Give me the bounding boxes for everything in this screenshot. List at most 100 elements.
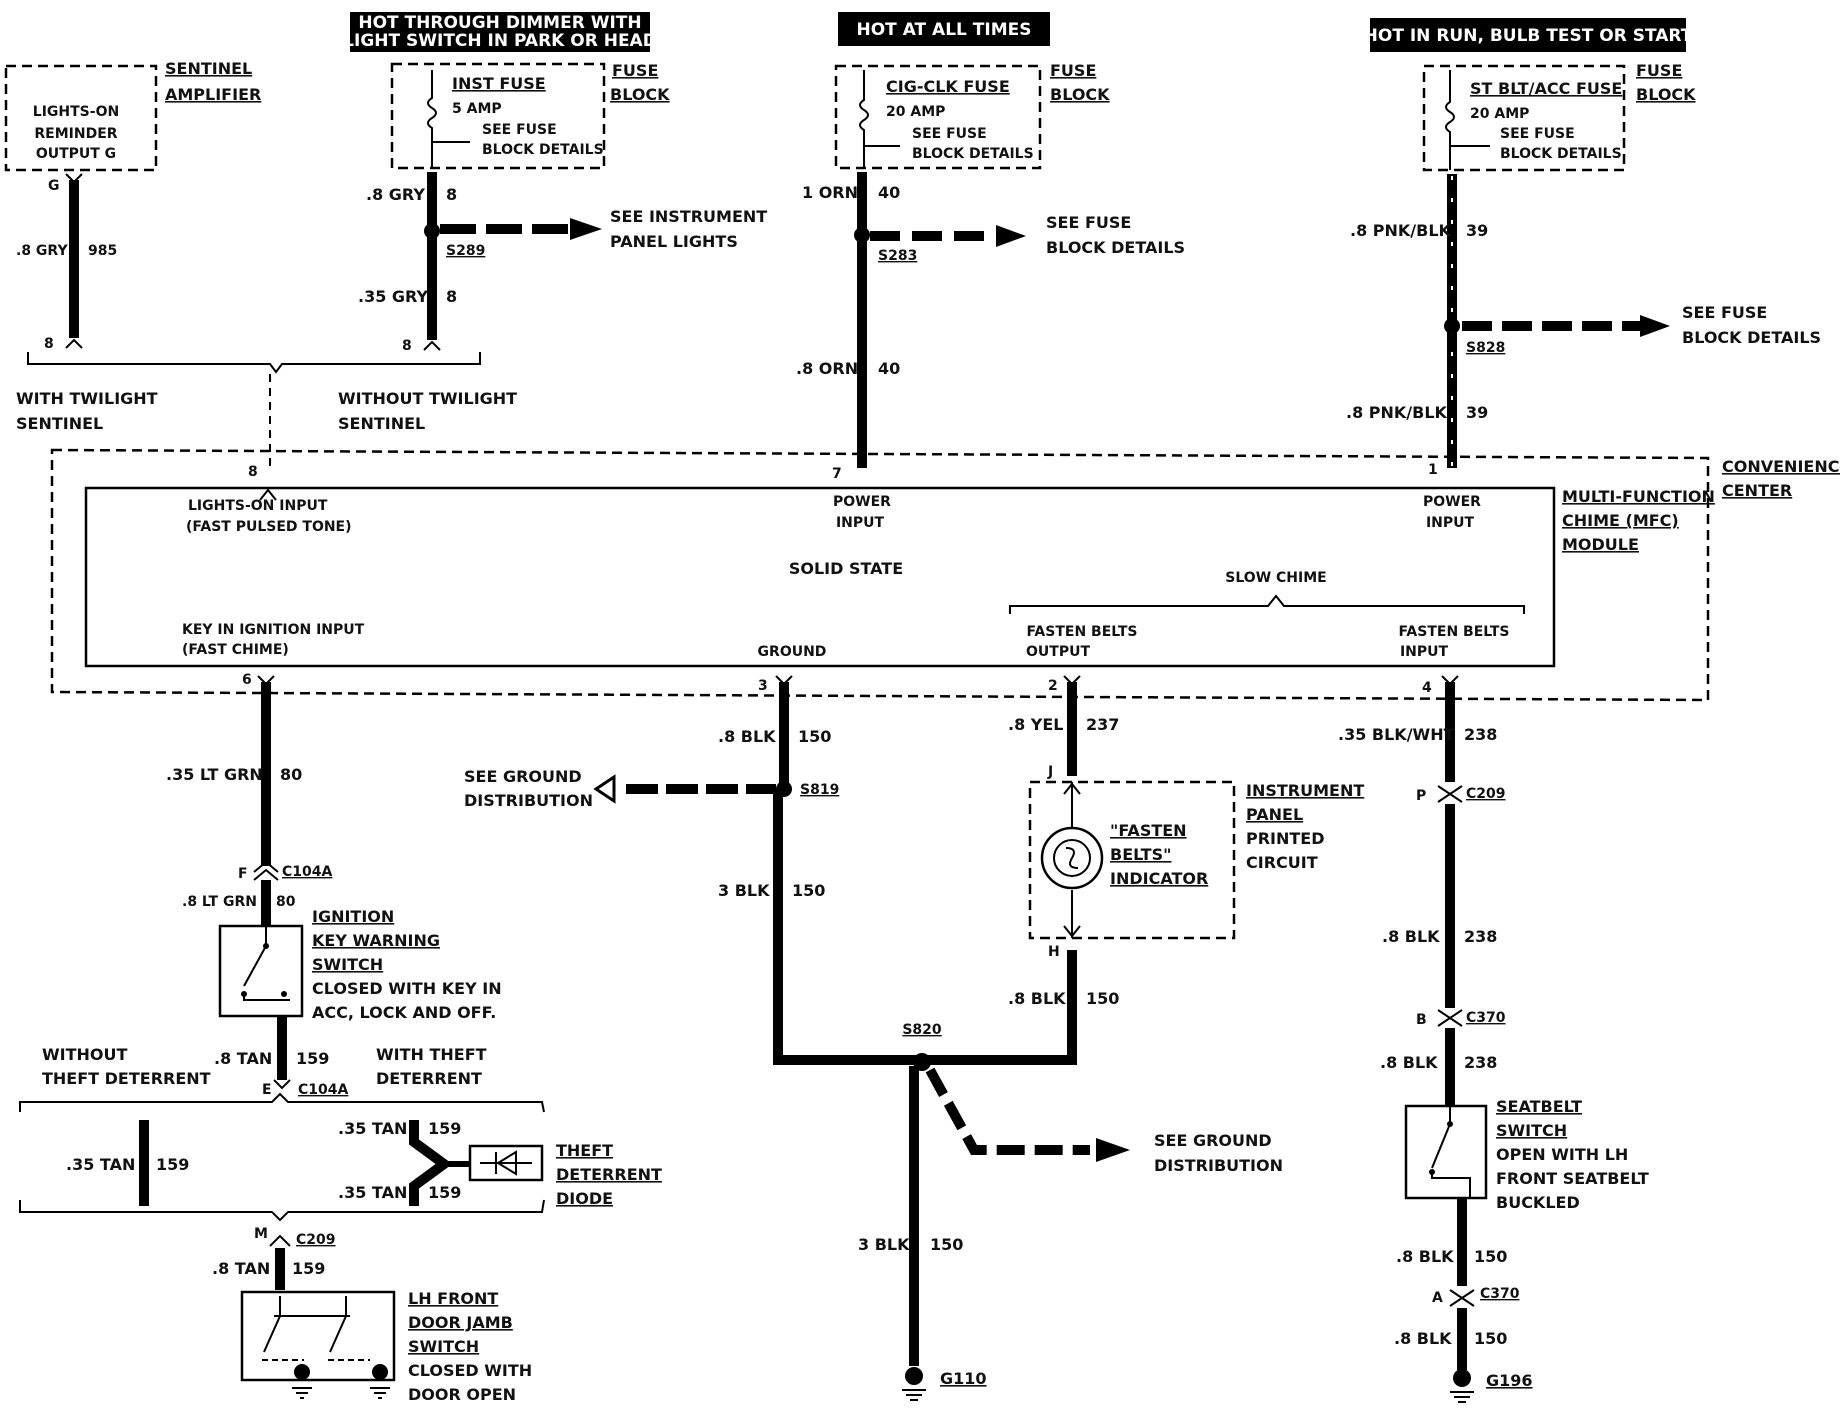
seatbelt-wire3-label: .8 BLK [1380, 1053, 1438, 1072]
inst-fuse-wire1-label: .8 GRY [366, 185, 425, 204]
convenience-center-box [50, 448, 1710, 702]
seatbelt-wire5-label: .8 BLK [1394, 1329, 1452, 1348]
c370-a-pin: A [1432, 1290, 1443, 1306]
indicator-pin-j: J [1047, 764, 1053, 780]
cig-fuse-details-label1: SEE FUSE [1046, 213, 1131, 232]
cig-fuse-wire1-circuit: 40 [878, 183, 900, 202]
ipc-label1: INSTRUMENT [1246, 781, 1364, 800]
key-wire2-label: .8 LT GRN [182, 894, 257, 910]
banner-dimmer-line1: HOT THROUGH DIMMER WITH [358, 13, 641, 33]
ipc-label2: PANEL [1246, 805, 1303, 824]
cig-fuse-block-label1: FUSE [1050, 61, 1096, 80]
banner-dimmer-line2: LIGHT SWITCH IN PARK OR HEAD [343, 31, 657, 51]
ignition-switch-node-b [241, 991, 247, 997]
inst-fuse-block-label1: FUSE [612, 61, 658, 80]
without-twilight-line2: SENTINEL [338, 414, 425, 433]
theft-bypass-circuit: 159 [156, 1155, 189, 1174]
cig-fuse-wire2-circuit: 40 [878, 359, 900, 378]
st-fuse-amp: 20 AMP [1470, 106, 1529, 122]
mfc-pin-6: 6 [242, 672, 252, 688]
sentinel-name-line2: AMPLIFIER [165, 85, 261, 104]
inst-fuse-wire1-circuit: 8 [446, 185, 457, 204]
ignition-switch-node-a [263, 943, 269, 949]
cig-fuse-block-box [834, 64, 1042, 170]
with-twilight-line2: SENTINEL [16, 414, 103, 433]
sentinel-pin-g: G [48, 178, 60, 194]
seatbelt-switch-label3: OPEN WITH LH [1496, 1145, 1628, 1164]
ignition-switch-label2: KEY WARNING [312, 931, 440, 950]
st-fuse-details-label1: SEE FUSE [1682, 303, 1767, 322]
g196-node [1453, 1369, 1471, 1387]
ground-dist-arrow-1 [593, 774, 616, 804]
ground-wire2-label: 3 BLK [718, 881, 770, 900]
instrument-lights-label1: SEE INSTRUMENT [610, 207, 767, 226]
key-wire1-label: .35 LT GRN [166, 765, 263, 784]
power-input-1-label2: INPUT [1426, 515, 1475, 531]
inst-fuse-pin-connector [423, 340, 441, 351]
mfc-pin-8: 8 [248, 464, 258, 480]
instrument-panel-printed-circuit-box [1028, 780, 1236, 940]
splice-s289 [424, 223, 440, 239]
seatbelt-wire4-label: .8 BLK [1396, 1247, 1454, 1266]
fasten-belts-output-label1: FASTEN BELTS [1026, 624, 1137, 640]
c370-a-connector [1449, 1289, 1475, 1307]
solid-state-label: SOLID STATE [789, 559, 903, 578]
ground-dist-1-label2: DISTRIBUTION [464, 791, 593, 810]
ground-wire3-circuit: 150 [930, 1235, 963, 1254]
cig-fuse-name: CIG-CLK FUSE [886, 77, 1010, 96]
mfc-label1: MULTI-FUNCTION [1562, 487, 1715, 506]
ignition-switch-label5: ACC, LOCK AND OFF. [312, 1003, 496, 1022]
fasten-belts-filament [1065, 847, 1079, 869]
lights-on-input-label1: LIGHTS-ON INPUT [188, 498, 328, 514]
c104a-f-connector [253, 860, 279, 881]
fasten-belts-output-label2: OUTPUT [1026, 644, 1090, 660]
sentinel-box-line3: OUTPUT G [36, 146, 116, 162]
c104a-e-pin: E [262, 1082, 272, 1098]
indicator-label3: INDICATOR [1110, 869, 1208, 888]
splice-s820-label: S820 [902, 1022, 942, 1038]
mfc-pin-3: 3 [758, 678, 768, 694]
inst-fuse-see1: SEE FUSE [482, 122, 557, 138]
c104a-f-label: C104A [282, 864, 332, 880]
g110-ground-symbol [902, 1389, 926, 1401]
st-fuse-block-box [1422, 64, 1626, 172]
inst-fuse-wire2-circuit: 8 [446, 287, 457, 306]
st-fuse-details-label2: BLOCK DETAILS [1682, 328, 1821, 347]
ground-dist-arrow-2 [1096, 1138, 1130, 1162]
without-theft-line2: THEFT DETERRENT [42, 1069, 211, 1088]
c370-a-label: C370 [1480, 1286, 1520, 1302]
indicator-wire1-label: .8 YEL [1008, 715, 1064, 734]
seatbelt-switch-label4: FRONT SEATBELT [1496, 1169, 1649, 1188]
door-switch-ground-a [294, 1364, 310, 1380]
sentinel-box-line2: REMINDER [34, 126, 117, 142]
cig-fuse-details-label2: BLOCK DETAILS [1046, 238, 1185, 257]
sentinel-wire-label: .8 GRY [16, 243, 68, 259]
with-theft-line1: WITH THEFT [376, 1045, 487, 1064]
st-fuse-see1: SEE FUSE [1500, 126, 1575, 142]
theft-option-bracket-bottom [19, 1199, 545, 1222]
without-theft-line1: WITHOUT [42, 1045, 128, 1064]
g196-label: G196 [1486, 1371, 1533, 1390]
without-twilight-line1: WITHOUT TWILIGHT [338, 389, 517, 408]
key-wire3-label: .8 TAN [214, 1049, 272, 1068]
ipc-label3: PRINTED [1246, 829, 1325, 848]
mfc-pin-8-connector [259, 488, 277, 501]
theft-diode-wire-lower-label: .35 TAN [338, 1183, 407, 1202]
seatbelt-wire4-circuit: 150 [1474, 1247, 1507, 1266]
seatbelt-switch-label1: SEATBELT [1496, 1097, 1582, 1116]
splice-s828 [1444, 318, 1460, 334]
c209-p-pin: P [1416, 788, 1426, 804]
inst-fuse-pin: 8 [402, 338, 412, 354]
ground-dist-1-label1: SEE GROUND [464, 767, 582, 786]
c104a-e-connector [273, 1079, 291, 1090]
door-wire-label: .8 TAN [212, 1259, 270, 1278]
ignition-switch-label3: SWITCH [312, 955, 383, 974]
seatbelt-wire2-circuit: 238 [1464, 927, 1497, 946]
indicator-wire1-circuit: 237 [1086, 715, 1119, 734]
key-in-ignition-label1: KEY IN IGNITION INPUT [182, 622, 365, 638]
st-fuse-details-arrow [1640, 315, 1670, 337]
ignition-switch-node-c [281, 991, 287, 997]
banner-run-label: HOT IN RUN, BULB TEST OR START [1364, 26, 1693, 46]
splice-s828-label: S828 [1466, 340, 1505, 356]
